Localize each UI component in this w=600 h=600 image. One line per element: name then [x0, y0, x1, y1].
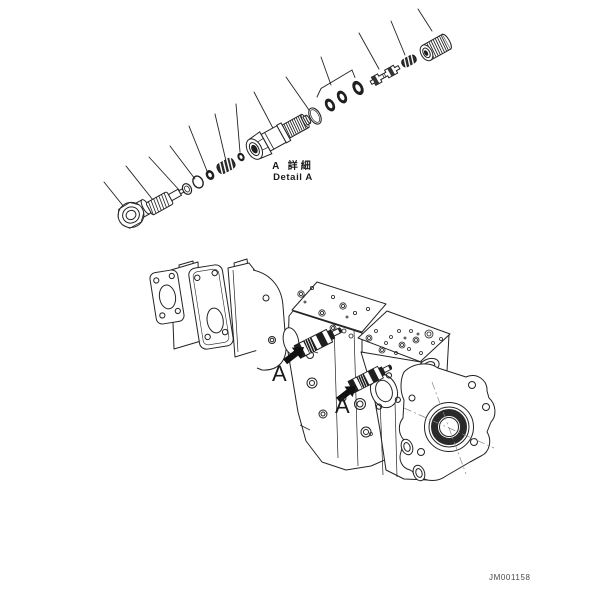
detail-callouts: A A	[272, 347, 356, 418]
detail-title-jp: A 詳細	[272, 159, 314, 172]
leader-lines	[103, 8, 433, 213]
part-threaded-plug-icon	[419, 33, 452, 62]
part-seat-washer-icon	[205, 170, 215, 180]
part-o-ring-icon	[192, 175, 204, 189]
callout-arrow-2-icon	[336, 386, 356, 403]
part-valve-spool-icon	[369, 64, 401, 87]
lower-oval-bosses	[400, 438, 426, 482]
callout-letter-a-1: A	[272, 361, 287, 386]
part-spring-icon	[216, 156, 236, 175]
installed-valve-2	[347, 364, 393, 394]
part-adjusting-screw-icon	[145, 188, 185, 216]
pump-assembly-view	[149, 258, 496, 482]
detail-title-en: Detail A	[273, 172, 313, 183]
part-o-ring-large-icon	[308, 107, 322, 125]
end-plate	[398, 363, 496, 481]
part-hex-socket-plug-icon	[117, 199, 152, 229]
detail-a-exploded-view	[103, 8, 452, 229]
part-retainer-ring-icon	[237, 152, 245, 162]
part-valve-sleeve-icon	[245, 113, 312, 160]
part-seal-ring-set-icon	[324, 80, 364, 112]
part-spring-small-icon	[401, 54, 417, 69]
callout-arrow-1-icon	[283, 347, 304, 365]
gear-pump-section	[149, 258, 287, 371]
drawing-number: JM001158	[489, 573, 531, 582]
seal-ring-set-bracket	[316, 56, 356, 98]
callout-letter-a-2: A	[335, 393, 350, 418]
part-washer-icon	[181, 183, 193, 195]
top-deck-plate-2	[357, 310, 451, 363]
